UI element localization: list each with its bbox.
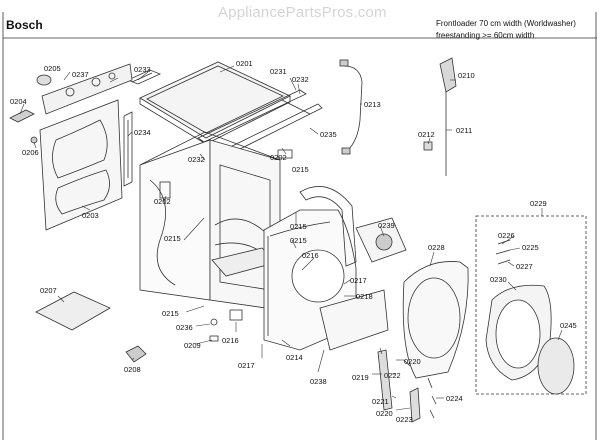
- fastener-part[interactable]: [209, 318, 219, 342]
- label-0232: 0232: [188, 155, 205, 164]
- label-0215: 0215: [290, 236, 307, 245]
- label-0205: 0205: [44, 64, 61, 73]
- handle-detail-part[interactable]: [355, 217, 407, 263]
- door-lock-part[interactable]: [439, 57, 457, 93]
- top-brace-part[interactable]: [127, 69, 162, 85]
- leader-lines: [19, 65, 563, 420]
- label-0216: 0216: [302, 251, 319, 260]
- door-ring-part[interactable]: [402, 261, 469, 379]
- label-0226: 0226: [498, 231, 515, 240]
- label-0216: 0216: [222, 336, 239, 345]
- valve-part[interactable]: [9, 109, 35, 123]
- knob-part[interactable]: [36, 74, 52, 86]
- part-labels: 0201 0202 0202 0203 0204 0205 0206 0207 …: [10, 59, 577, 424]
- label-0215: 0215: [290, 222, 307, 231]
- label-0233: 0233: [134, 65, 151, 74]
- cable-harness-part[interactable]: [339, 59, 363, 155]
- label-0218: 0218: [356, 292, 373, 301]
- brand-title: Bosch: [6, 18, 43, 32]
- label-0219: 0219: [352, 373, 369, 382]
- label-0215: 0215: [164, 234, 181, 243]
- label-0223: 0223: [396, 415, 413, 424]
- label-0204: 0204: [10, 97, 27, 106]
- label-0230: 0230: [490, 275, 507, 284]
- label-0236: 0236: [176, 323, 193, 332]
- bracket-part[interactable]: [159, 149, 293, 199]
- door-assembly-group: [475, 215, 587, 395]
- clip-part[interactable]: [423, 141, 433, 151]
- bracket-clip-part[interactable]: [229, 309, 243, 321]
- label-0228: 0228: [428, 243, 445, 252]
- label-0220: 0220: [404, 357, 421, 366]
- label-0213: 0213: [364, 100, 381, 109]
- label-0234: 0234: [134, 128, 151, 137]
- rear-service-panel-part[interactable]: [41, 63, 133, 115]
- label-0232: 0232: [292, 75, 309, 84]
- watermark: AppliancePartsPros.com: [218, 4, 387, 21]
- hinge-screws-part[interactable]: [495, 239, 511, 265]
- label-0211: 0211: [456, 126, 472, 135]
- label-0212: 0212: [418, 130, 435, 139]
- label-0215: 0215: [292, 165, 309, 174]
- label-0207: 0207: [40, 286, 57, 295]
- door-glass-part[interactable]: [537, 337, 575, 395]
- label-0217: 0217: [350, 276, 367, 285]
- label-0220: 0220: [376, 409, 393, 418]
- label-0215: 0215: [162, 309, 179, 318]
- label-0225: 0225: [522, 243, 539, 252]
- label-0238: 0238: [310, 377, 327, 386]
- label-0222: 0222: [384, 371, 401, 380]
- screw-part[interactable]: [30, 136, 38, 144]
- worktop-part[interactable]: [139, 61, 291, 145]
- description-line-2: freestanding >= 60cm width: [436, 31, 535, 40]
- label-0203: 0203: [82, 211, 99, 220]
- label-0206: 0206: [22, 148, 39, 157]
- side-rail-part[interactable]: [123, 111, 133, 187]
- outer-door-ring-part[interactable]: [485, 284, 552, 381]
- label-0202: 0202: [154, 197, 171, 206]
- header-border: [2, 12, 597, 440]
- latch-hardware-part[interactable]: [377, 349, 437, 423]
- label-0221: 0221: [372, 397, 389, 406]
- model-description: Frontloader 70 cm width (Worldwasher) fr…: [436, 18, 576, 42]
- label-0227: 0227: [516, 262, 533, 271]
- base-pad-part[interactable]: [35, 291, 111, 331]
- label-0245: 0245: [560, 321, 577, 330]
- rear-wall-part[interactable]: [39, 99, 123, 231]
- label-0209: 0209: [184, 341, 201, 350]
- label-0208: 0208: [124, 365, 141, 374]
- label-0235: 0235: [320, 130, 337, 139]
- label-0239: 0239: [378, 221, 395, 230]
- label-0202: 0202: [270, 153, 287, 162]
- label-0229: 0229: [530, 199, 547, 208]
- label-0210: 0210: [458, 71, 475, 80]
- description-line-1: Frontloader 70 cm width (Worldwasher): [436, 19, 576, 28]
- front-frame-part[interactable]: [299, 186, 389, 351]
- cabinet-housing-part[interactable]: [139, 131, 281, 311]
- label-0231: 0231: [270, 67, 287, 76]
- foot-part[interactable]: [125, 345, 147, 363]
- label-0217: 0217: [238, 361, 255, 370]
- label-0224: 0224: [446, 394, 463, 403]
- label-0201: 0201: [236, 59, 253, 68]
- label-0214: 0214: [286, 353, 303, 362]
- label-0237: 0237: [72, 70, 89, 79]
